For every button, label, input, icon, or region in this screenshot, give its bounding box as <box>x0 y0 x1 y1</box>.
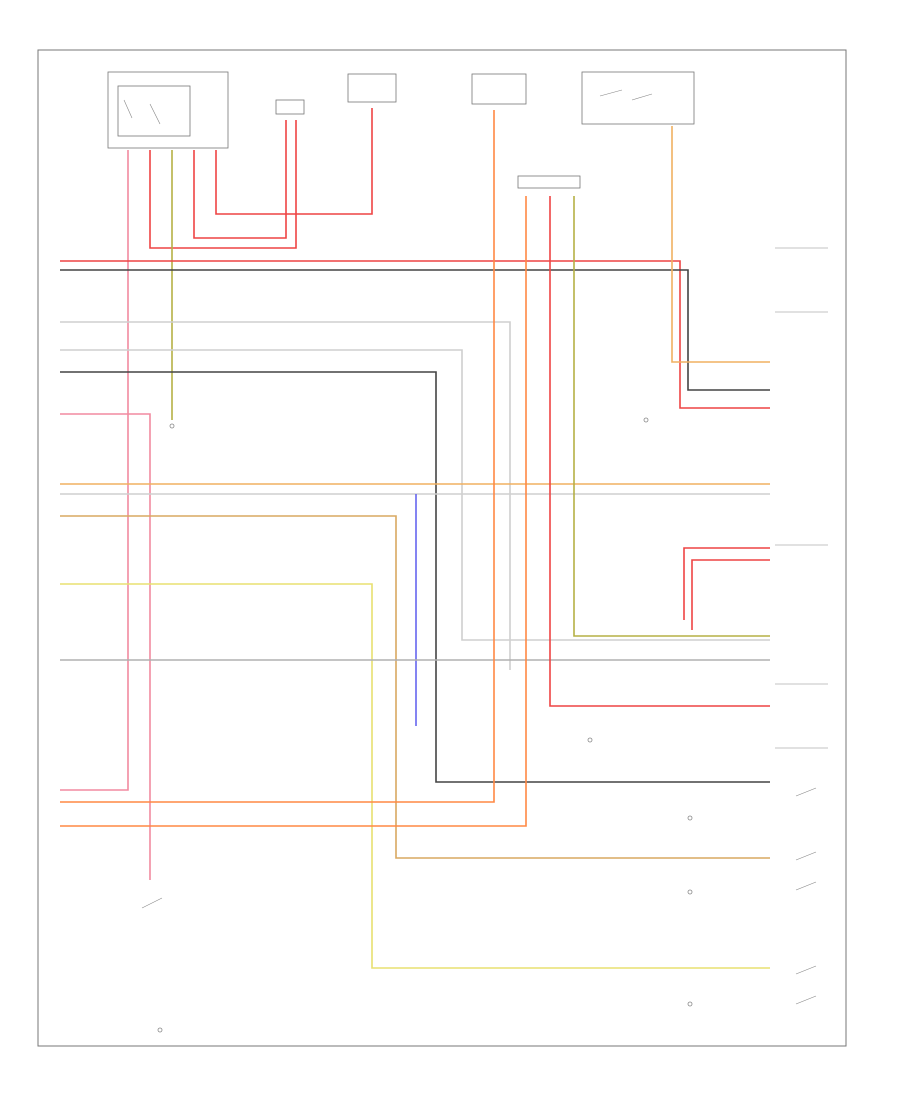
ground-icon <box>643 417 649 423</box>
wire-orange-1 <box>60 110 495 803</box>
wire-red-horn <box>683 547 770 620</box>
ground-icon <box>157 1027 163 1033</box>
wire-pink-main <box>60 150 129 791</box>
ground-icon <box>587 737 593 743</box>
fuse-b <box>471 73 527 105</box>
wire-harness <box>60 108 770 969</box>
ground-icon <box>169 423 175 429</box>
wire-pink-driver <box>60 413 151 880</box>
driver-door-switch <box>141 897 163 909</box>
rear-lid-switch <box>795 851 817 861</box>
wire-red-hazard-3 <box>215 108 373 215</box>
wire-tan <box>60 515 770 859</box>
wire-black-long <box>60 371 770 783</box>
wire-bus-black <box>60 269 770 391</box>
wire-red-horn-2 <box>691 559 770 630</box>
wire-yellow <box>60 583 770 969</box>
hazard-flasher-relay <box>275 99 305 115</box>
wire-bus-red <box>60 260 770 409</box>
wire-orange-2 <box>60 196 527 827</box>
ground-icon <box>687 889 693 895</box>
diagram-frame <box>37 49 847 1047</box>
bonnet-switch <box>775 747 828 797</box>
wire-red-hazard-2 <box>193 120 287 239</box>
wire-grey-1 <box>60 321 511 670</box>
fuse-a <box>347 73 397 103</box>
hazard-switch <box>107 71 229 149</box>
wire-orange-3 <box>549 196 770 707</box>
wire-orange-ignition <box>671 126 770 363</box>
splice-connector <box>517 175 581 189</box>
front-lid-switch <box>795 965 817 1005</box>
ground-points <box>157 417 693 1033</box>
wire-olive-2 <box>573 196 770 637</box>
ground-icon <box>687 815 693 821</box>
passenger-door-switch <box>795 881 817 891</box>
ground-icon <box>687 1001 693 1007</box>
wire-red-hazard-1 <box>149 120 297 249</box>
ignition-switch <box>581 71 695 125</box>
wire-grey-2 <box>60 349 770 641</box>
